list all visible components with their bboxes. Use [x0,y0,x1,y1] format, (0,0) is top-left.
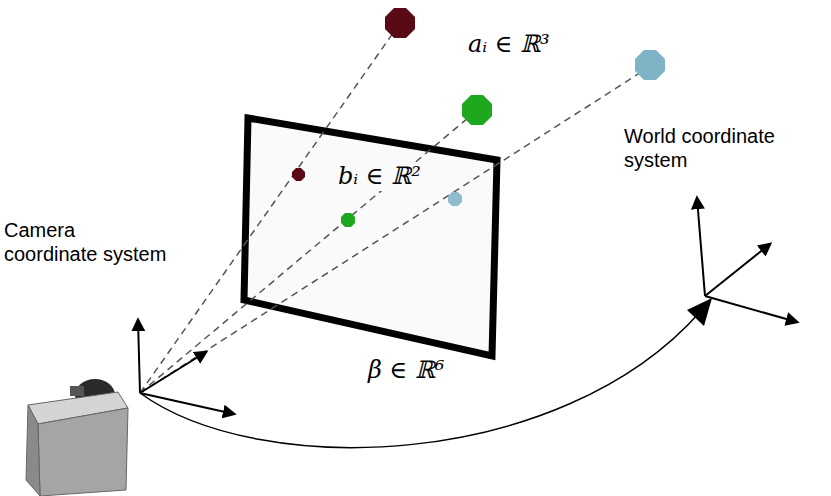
image-plane [244,118,497,356]
world-axes [697,198,797,322]
transform-arrowhead [687,298,712,326]
camera-axes [138,320,234,414]
point-3d [635,50,665,80]
point-2d [292,168,305,181]
projection-rays [140,26,646,393]
transform-curve [140,312,700,448]
point-2d [341,213,355,227]
axis-label: World coordinate system [624,124,790,172]
axis-label: Camera coordinate system [4,218,170,266]
world-points [385,8,665,125]
transform-label: β ∈ ℝ⁶ [368,356,444,385]
camera [26,379,128,496]
point-3d [385,8,415,38]
point-label: bᵢ ∈ ℝ² [338,162,421,191]
point-2d [448,192,462,206]
point-3d [462,95,492,125]
point-label: aᵢ ∈ ℝ³ [468,30,550,59]
